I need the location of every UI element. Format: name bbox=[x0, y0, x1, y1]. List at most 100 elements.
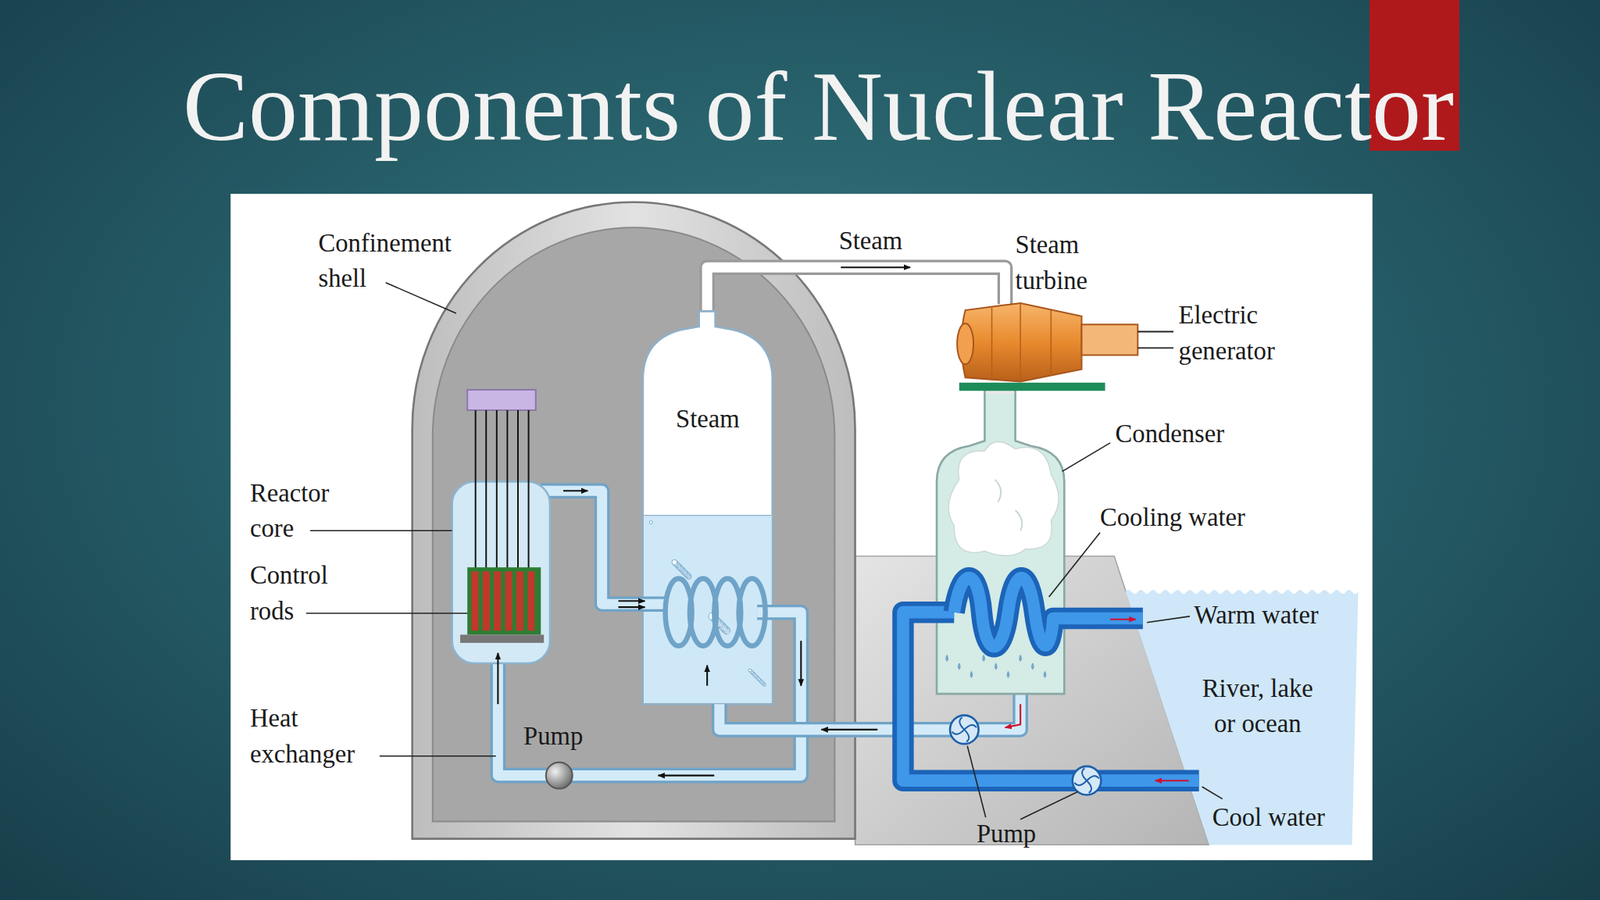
steam-bubbles bbox=[671, 559, 678, 565]
flow-arrows bbox=[497, 267, 1189, 781]
fuel-rods bbox=[482, 571, 490, 631]
cooling-loop bbox=[903, 578, 1200, 782]
steam-pipe bbox=[707, 267, 1005, 329]
flow-arrows bbox=[657, 775, 715, 777]
steam-turbine bbox=[992, 303, 1052, 382]
fuel-rods bbox=[505, 571, 513, 631]
primary-loop bbox=[540, 490, 665, 604]
flow-arrows bbox=[821, 728, 878, 731]
left-pump bbox=[546, 762, 573, 790]
condensate-drops bbox=[970, 671, 973, 678]
slide-title: Components of Nuclear Reactor bbox=[182, 50, 1454, 165]
leader-lines bbox=[306, 282, 1223, 820]
condensate-drops bbox=[1019, 655, 1022, 662]
flow-arrows bbox=[618, 600, 646, 602]
flow-arrows bbox=[618, 606, 646, 608]
condensate-drops bbox=[1031, 663, 1034, 670]
reactor-vessel bbox=[460, 634, 544, 643]
electric-generator bbox=[1081, 324, 1138, 355]
steam-bubbles bbox=[649, 521, 653, 525]
control-rods bbox=[496, 410, 498, 570]
leader-lines bbox=[379, 755, 497, 758]
leader-lines bbox=[967, 746, 986, 818]
condensate-drops bbox=[1043, 671, 1047, 678]
leader-lines bbox=[306, 612, 468, 615]
blue-pumps bbox=[950, 715, 1101, 796]
reactor-vessel bbox=[452, 389, 550, 664]
part-label: Confinement shell bbox=[318, 225, 452, 297]
blue-pumps bbox=[1074, 768, 1099, 793]
node-label: River, lake or ocean bbox=[1193, 671, 1322, 743]
steam-pipe bbox=[707, 267, 1005, 329]
control-rods bbox=[475, 410, 477, 570]
water-body bbox=[1125, 589, 1359, 846]
steam-generator bbox=[643, 514, 772, 516]
condenser bbox=[994, 479, 1022, 531]
leader-lines bbox=[1049, 532, 1100, 597]
leader-lines bbox=[1062, 442, 1111, 472]
flow-arrows bbox=[800, 640, 802, 686]
steam-bubbles bbox=[649, 521, 766, 687]
electric-generator bbox=[1137, 346, 1174, 349]
flow-arrows bbox=[496, 653, 499, 704]
blue-pumps bbox=[952, 717, 977, 742]
control-rods bbox=[517, 410, 519, 570]
water-region: River, lake or ocean bbox=[1163, 653, 1353, 761]
cooling-loop bbox=[953, 578, 1143, 647]
leader-lines bbox=[310, 529, 453, 532]
fuel-rods bbox=[471, 571, 535, 631]
steam-pipe bbox=[707, 267, 1005, 329]
cooling-loop bbox=[953, 578, 1143, 647]
fuel-rods bbox=[493, 571, 501, 631]
condensate-drops bbox=[957, 663, 961, 670]
heat-exchanger-coil bbox=[739, 578, 766, 647]
reactor-vessel bbox=[467, 567, 541, 635]
condensate-drops bbox=[946, 655, 1047, 679]
steam-generator bbox=[642, 310, 773, 704]
flow-arrows bbox=[1155, 779, 1190, 782]
part-label: Pump bbox=[976, 816, 1036, 853]
flow-label: Cooling water bbox=[1100, 500, 1246, 536]
leader-lines bbox=[385, 282, 457, 314]
steam-turbine bbox=[957, 323, 974, 365]
flow-arrows bbox=[563, 489, 588, 492]
left-pump bbox=[546, 762, 573, 790]
flow-arrows bbox=[1005, 703, 1022, 728]
flow-arrows bbox=[840, 266, 911, 268]
part-label: Reactor core bbox=[250, 475, 330, 547]
condensate-drops bbox=[982, 655, 986, 662]
steam-generator bbox=[643, 515, 772, 704]
part-label: Pump bbox=[523, 718, 583, 755]
condensate-drops bbox=[1007, 671, 1010, 678]
steam-bubbles bbox=[748, 668, 752, 672]
reactor-vessel bbox=[467, 389, 536, 411]
fuel-rods bbox=[527, 571, 535, 631]
part-label: Control rods bbox=[250, 557, 329, 629]
node-label: Steam bbox=[675, 401, 740, 438]
flow-label: Cool water bbox=[1212, 800, 1325, 836]
condensate-drops bbox=[994, 663, 997, 670]
fuel-rods bbox=[516, 571, 524, 631]
flow-label: Warm water bbox=[1193, 597, 1319, 634]
control-rods bbox=[485, 410, 487, 570]
part-label: Steam turbine bbox=[1015, 227, 1088, 299]
steam-turbine bbox=[959, 382, 1106, 391]
steam-turbine bbox=[960, 303, 1082, 383]
steam-generator bbox=[642, 310, 773, 704]
part-label: Electric generator bbox=[1178, 297, 1275, 369]
confinement-shell bbox=[412, 202, 856, 840]
control-rods bbox=[528, 410, 530, 570]
fuel-rods bbox=[471, 571, 479, 631]
water-body bbox=[1125, 589, 1359, 846]
leader-lines bbox=[1146, 616, 1190, 623]
control-rods bbox=[506, 410, 508, 570]
condenser bbox=[948, 442, 1059, 557]
leader-lines bbox=[1020, 792, 1078, 820]
blue-pumps bbox=[950, 715, 979, 745]
part-label: Heat exchanger bbox=[250, 700, 355, 772]
primary-loop bbox=[540, 490, 665, 604]
white-panel bbox=[230, 193, 1373, 861]
electric-generator bbox=[1137, 331, 1174, 333]
flow-arrows bbox=[706, 665, 708, 686]
